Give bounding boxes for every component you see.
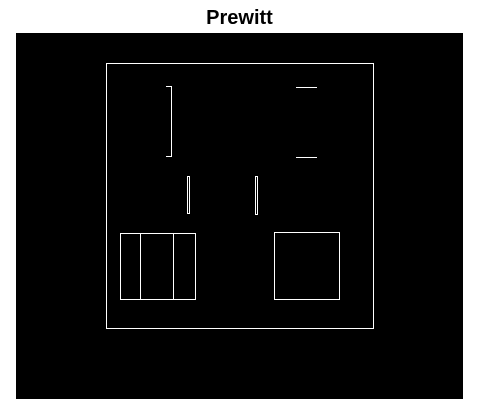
right-block-edge <box>274 232 340 300</box>
nose-left-edge <box>187 176 190 214</box>
outer-square-edge <box>106 63 374 329</box>
left-block-1-edge <box>120 233 141 300</box>
edge-map <box>106 63 374 329</box>
left-block-3-edge <box>173 233 196 300</box>
left-eye-edge <box>166 86 172 157</box>
edge-image <box>16 33 463 399</box>
figure-title: Prewitt <box>206 7 273 29</box>
left-block-2-edge <box>140 233 174 300</box>
nose-right-edge <box>255 176 258 215</box>
